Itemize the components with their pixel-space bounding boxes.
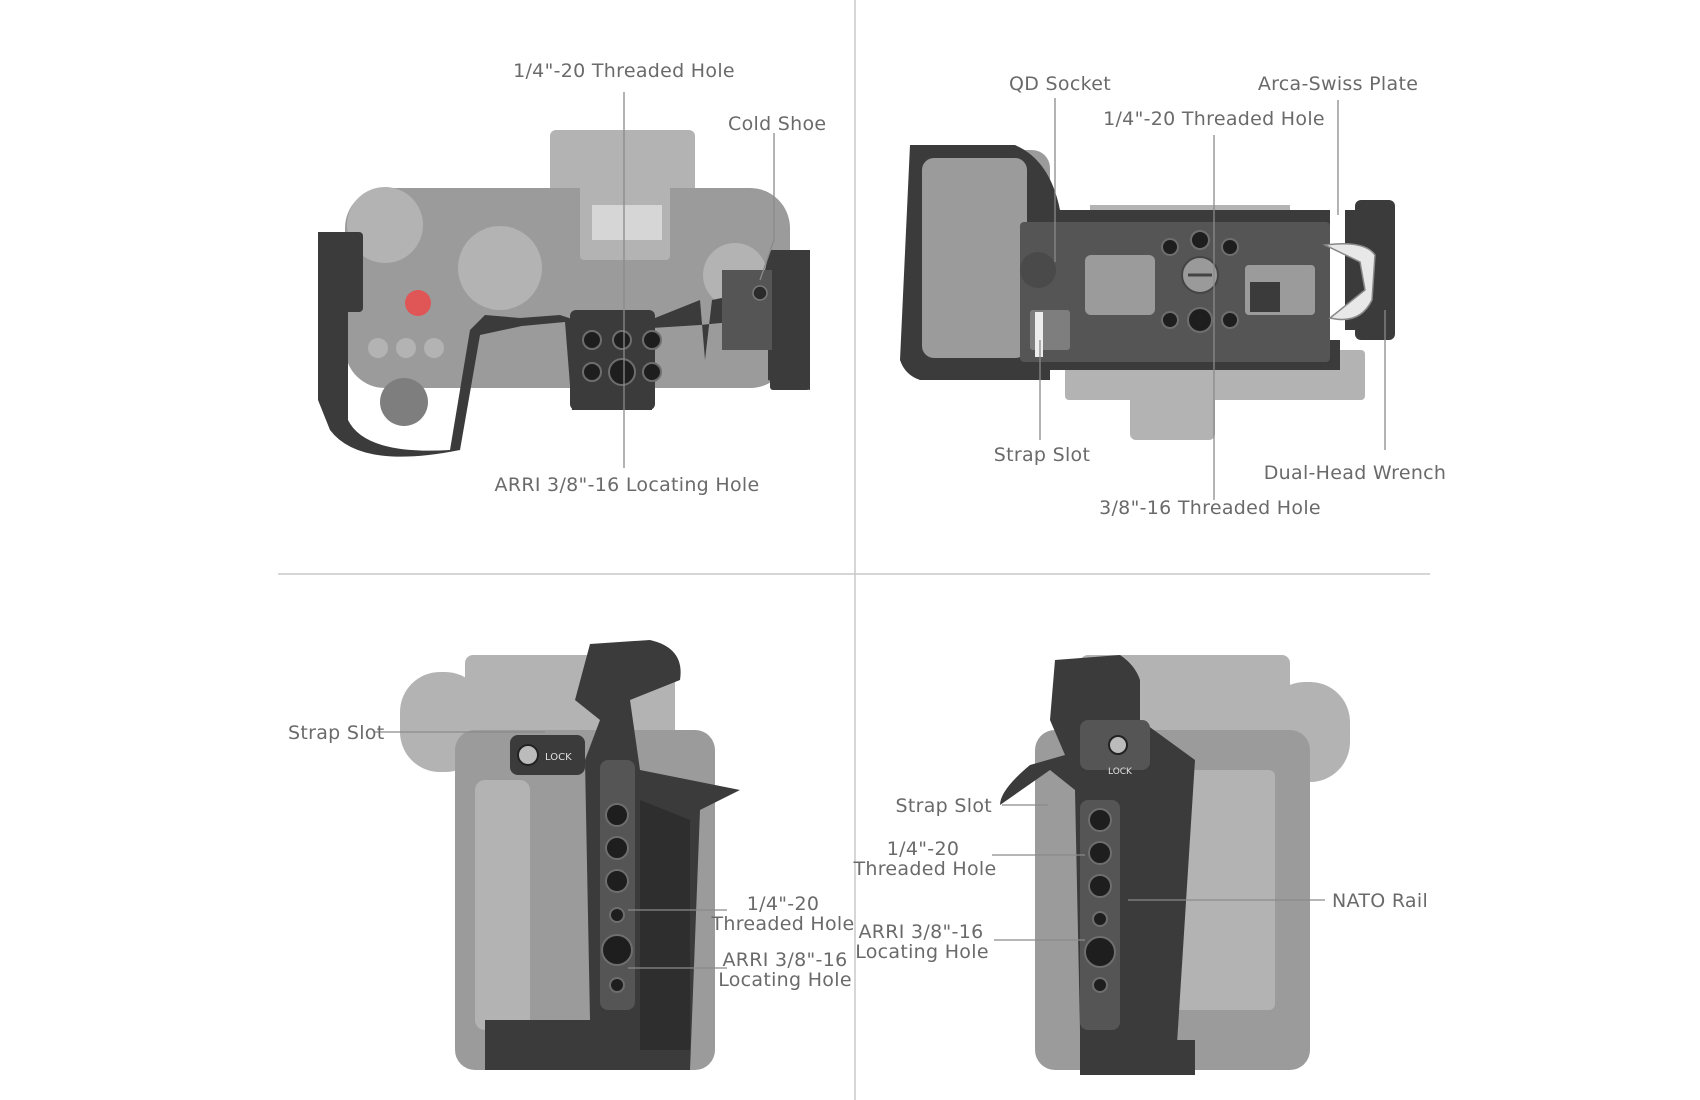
record-button xyxy=(405,290,431,316)
bottom-view-panel: QD Socket Arca-Swiss Plate 1/4"-20 Threa… xyxy=(900,73,1446,519)
label-nato-rail: NATO Rail xyxy=(1332,890,1428,912)
cage-right: LOCK xyxy=(1000,655,1195,1075)
label-strap-slot: Strap Slot xyxy=(896,795,992,817)
cage-bottom xyxy=(900,145,1395,380)
label-threaded-hole-line1: 1/4"-20 xyxy=(887,838,959,860)
label-arca-swiss-plate: Arca-Swiss Plate xyxy=(1258,73,1418,95)
left-side-view-panel: LOCK Strap Slot 1/4"-20 Threaded Hole AR… xyxy=(288,640,854,1070)
label-strap-slot: Strap Slot xyxy=(994,444,1090,466)
label-cold-shoe: Cold Shoe xyxy=(728,113,826,135)
label-arri-hole-line2: Locating Hole xyxy=(855,941,989,963)
label-threaded-hole: 1/4"-20 Threaded Hole xyxy=(1103,108,1325,130)
dual-head-wrench xyxy=(1322,243,1376,321)
label-threaded-hole-line2: Threaded Hole xyxy=(852,858,996,880)
top-view-panel: 1/4"-20 Threaded Hole Cold Shoe ARRI 3/8… xyxy=(318,60,826,496)
label-dual-head-wrench: Dual-Head Wrench xyxy=(1264,462,1447,484)
label-arri-hole-line1: ARRI 3/8"-16 xyxy=(723,949,848,971)
label-threaded-hole: 1/4"-20 Threaded Hole xyxy=(513,60,735,82)
label-arri-hole-line1: ARRI 3/8"-16 xyxy=(859,921,984,943)
label-strap-slot: Strap Slot xyxy=(288,722,384,744)
label-arri-hole-line2: Locating Hole xyxy=(718,969,852,991)
label-threaded-hole-line2: Threaded Hole xyxy=(710,913,854,935)
label-qd-socket: QD Socket xyxy=(1009,73,1111,95)
label-arri-locating-hole: ARRI 3/8"-16 Locating Hole xyxy=(495,474,760,496)
cage-top xyxy=(318,232,810,457)
leader-cold-shoe xyxy=(759,133,775,281)
label-threaded-hole-38: 3/8"-16 Threaded Hole xyxy=(1099,497,1321,519)
lock-text: LOCK xyxy=(545,752,572,763)
right-side-view-panel: LOCK Strap Slot 1/4"-20 Threaded Hole AR… xyxy=(852,655,1428,1075)
label-threaded-hole-line1: 1/4"-20 xyxy=(747,893,819,915)
cage-left: LOCK xyxy=(485,640,740,1070)
lock-text: LOCK xyxy=(1108,767,1133,777)
